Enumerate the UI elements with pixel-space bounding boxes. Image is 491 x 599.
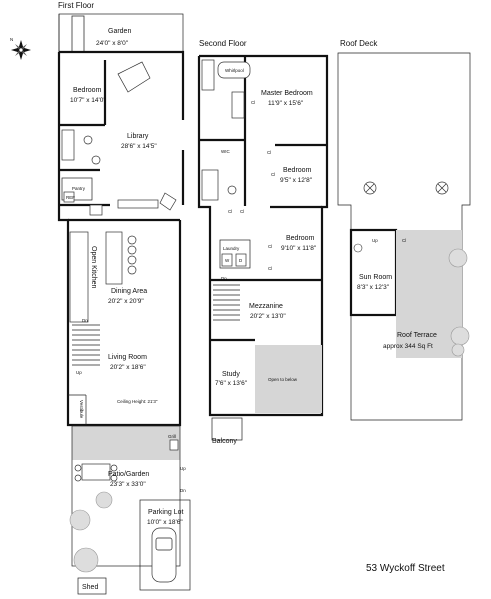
sunroom-label: Sun Room	[359, 274, 392, 281]
living-label: Living Room	[108, 354, 147, 361]
hall-closet-label-1: Cl	[228, 209, 232, 214]
patio-up-label: Up	[180, 466, 186, 471]
bedroom2-label: Bedroom	[283, 167, 312, 174]
hall-closet-label-2: Cl	[240, 209, 244, 214]
roof-up-label: Up	[372, 238, 378, 243]
sunroom-dim: 8'3" x 12'3"	[357, 284, 390, 291]
second-floor-dn-label: Dn	[221, 276, 227, 281]
bedroom3-dim: 9'10" x 11'8"	[281, 245, 317, 252]
vestibule-label: Vestibule	[79, 400, 84, 419]
dining-dim: 20'2" x 20'9"	[108, 298, 144, 305]
second-floor-title: Second Floor	[199, 39, 247, 48]
patio-dim: 23'3" x 33'0"	[110, 481, 146, 488]
dining-label: Dining Area	[111, 288, 147, 295]
wic-label: WIC	[221, 149, 230, 154]
bedroom3-closet-lower-label: Cl	[268, 266, 272, 271]
bedroom2-closet-lower-label: Cl	[271, 172, 275, 177]
parking-label: Parking Lot	[148, 509, 183, 516]
library-label: Library	[127, 133, 149, 140]
whirlpool-label: Whirlpool	[225, 68, 244, 73]
open-to-below-label: Open to below	[268, 377, 298, 382]
grill-label: Grill	[168, 434, 176, 439]
balcony-label: Balcony	[212, 438, 237, 445]
compass-n-label: N	[10, 37, 13, 42]
roof-deck-plan	[337, 52, 471, 421]
master-closet-label: Cl	[251, 100, 255, 105]
study-dim: 7'6" x 13'6"	[215, 380, 248, 387]
ceiling-height-label: Ceiling Height: 21'3"	[117, 399, 158, 404]
pantry-label: Pantry	[72, 186, 86, 191]
address-label: 53 Wyckoff Street	[366, 563, 445, 574]
bedroom2-closet-label: Cl	[267, 150, 271, 155]
roof-closet-label: Cl	[402, 238, 406, 243]
compass-icon	[11, 40, 31, 60]
washer-label: W	[225, 258, 230, 263]
open-kitchen-label: Open Kitchen	[90, 246, 97, 289]
living-dim: 20'2" x 18'6"	[110, 364, 146, 371]
bedroom2-dim: 9'5" x 12'8"	[280, 177, 313, 184]
bedroom1-label: Bedroom	[73, 87, 102, 94]
shed-label: Shed	[82, 584, 98, 591]
ref-label: REF	[66, 195, 75, 200]
first-floor-up-label: Up	[76, 370, 82, 375]
first-floor-plan	[57, 13, 191, 595]
mezzanine-dim: 20'2" x 13'0"	[250, 313, 286, 320]
garden-dim: 24'0" x 8'0"	[96, 40, 129, 47]
mezzanine-label: Mezzanine	[249, 303, 283, 310]
bedroom3-label: Bedroom	[286, 235, 315, 242]
bedroom3-closet-label: Cl	[268, 244, 272, 249]
laundry-label: Laundry	[223, 246, 240, 251]
first-floor-title: First Floor	[58, 1, 94, 10]
second-floor-plan	[197, 54, 329, 441]
library-dim: 28'6" x 14'5"	[121, 143, 157, 150]
roof-deck-title: Roof Deck	[340, 39, 378, 48]
patio-label: Patio/Garden	[108, 471, 149, 478]
study-label: Study	[222, 371, 240, 378]
dryer-label: D	[239, 258, 243, 263]
garden-label: Garden	[108, 28, 131, 35]
patio-dn-label: Dn	[180, 488, 186, 493]
roof-terrace-dim: approx 344 Sq Ft	[383, 343, 433, 350]
parking-dim: 10'0" x 18'6"	[147, 519, 183, 526]
master-dim: 11'9" x 15'6"	[268, 100, 304, 107]
first-floor-dn-label: Dn	[82, 318, 88, 323]
bedroom1-dim: 10'7" x 14'0"	[70, 97, 106, 104]
master-label: Master Bedroom	[261, 90, 313, 97]
roof-terrace-label: Roof Terrace	[397, 332, 437, 339]
